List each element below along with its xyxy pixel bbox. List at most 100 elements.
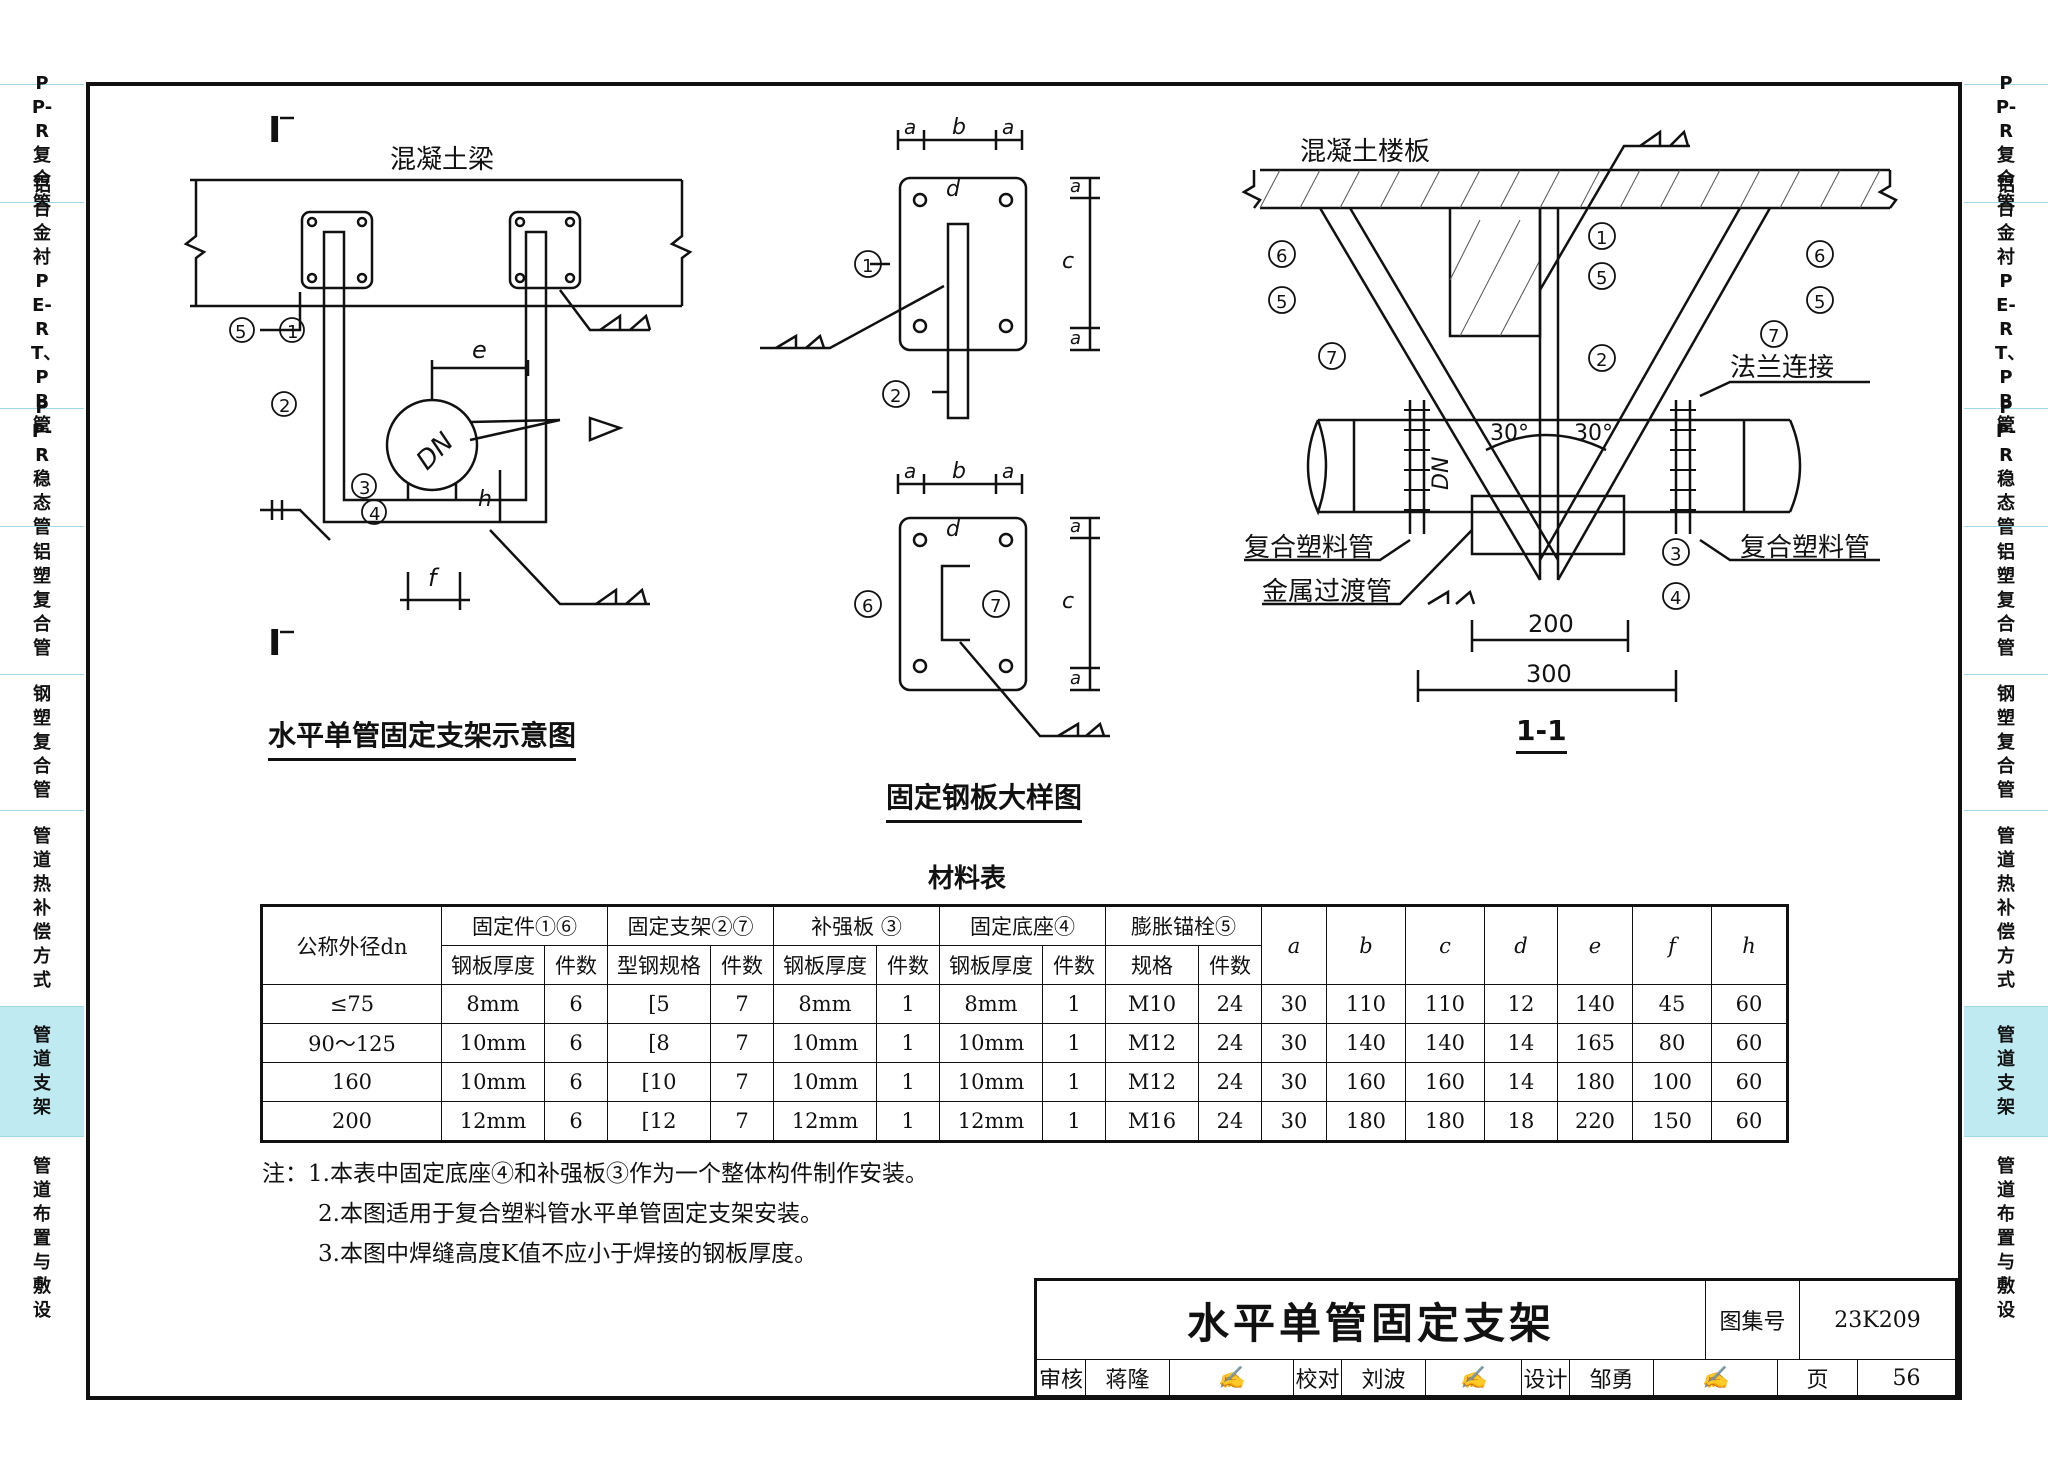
drawing3-section: 混凝土楼板 30° 30° DN 200 300 法兰连接 (1241, 129, 1898, 702)
dim-e: e (472, 336, 487, 364)
svg-text:1: 1 (1596, 228, 1607, 249)
drawing-frame (86, 82, 1962, 1400)
svg-text:7: 7 (990, 596, 1001, 617)
sidebar-item-1[interactable]: 铝合金衬PE-RT、PB管 (1964, 175, 2048, 436)
table-subheader-cell: 件数 (876, 945, 940, 985)
table-cell: 7 (710, 1023, 774, 1063)
table-header-cell: 补强板 ③ (773, 905, 940, 946)
table-cell: M16 (1105, 1101, 1199, 1142)
svg-text:a: a (1070, 328, 1081, 349)
svg-text:d: d (946, 177, 961, 202)
table-subheader-cell: 型钢规格 (607, 945, 711, 985)
table-cell: 14 (1484, 1062, 1558, 1102)
reviewer-name: 蒋隆 (1085, 1359, 1169, 1397)
svg-text:5: 5 (1276, 292, 1287, 313)
svg-text:3: 3 (359, 478, 370, 499)
table-cell: 100 (1632, 1062, 1712, 1102)
table-cell: 180 (1557, 1062, 1633, 1102)
table-cell: 10mm (441, 1062, 545, 1102)
sidebar-item-3[interactable]: 铝塑复合管 (0, 526, 84, 674)
table-cell: 60 (1711, 1062, 1788, 1102)
note-2: 2.本图适用于复合塑料管水平单管固定支架安装。 (318, 1201, 823, 1227)
svg-text:2: 2 (890, 386, 901, 407)
table-subheader-cell: 件数 (544, 945, 608, 985)
table-header-cell: e (1557, 905, 1633, 985)
table-subheader-cell: 规格 (1105, 945, 1199, 985)
table-subheader-cell: 钢板厚度 (773, 945, 877, 985)
table-cell: 6 (544, 1062, 608, 1102)
svg-text:a: a (1070, 176, 1081, 197)
check-label: 校对 (1293, 1359, 1341, 1397)
table-cell: M12 (1105, 1062, 1199, 1102)
svg-text:2: 2 (279, 396, 290, 417)
table-cell: 12mm (773, 1101, 877, 1142)
sidebar-item-label: 管道支架 (33, 1024, 51, 1118)
sidebar-item-4[interactable]: 钢塑复合管 (0, 674, 84, 810)
sidebar-item-0[interactable]: PP-R复合管 (1964, 73, 2048, 214)
sidebar-item-7[interactable]: 管道布置与敷设 (1964, 1136, 2048, 1340)
sidebar-item-0[interactable]: PP-R复合管 (0, 73, 84, 214)
sidebar-item-3[interactable]: 铝塑复合管 (1964, 526, 2048, 674)
sidebar-item-1[interactable]: 铝合金衬PE-RT、PB管 (0, 175, 84, 436)
svg-text:a: a (1070, 516, 1081, 537)
table-cell: 1 (1042, 984, 1106, 1024)
table-cell: 30 (1261, 1023, 1327, 1063)
table-cell: 12mm (441, 1101, 545, 1142)
svg-text:7: 7 (1768, 326, 1779, 347)
sidebar-item-label: 钢塑复合管 (1997, 683, 2015, 801)
sidebar-item-label: 管道布置与敷设 (1997, 1155, 2015, 1321)
table-cell: 14 (1484, 1023, 1558, 1063)
design-label: 设计 (1521, 1359, 1569, 1397)
sidebar-item-4[interactable]: 钢塑复合管 (1964, 674, 2048, 810)
svg-text:a: a (1070, 668, 1081, 689)
sidebar-item-5[interactable]: 管道热补偿方式 (1964, 810, 2048, 1006)
sidebar-item-2[interactable]: PP-R稳态管 (1964, 397, 2048, 538)
sidebar-item-label: 铝塑复合管 (33, 541, 51, 659)
table-cell: 1 (876, 984, 940, 1024)
table-cell: 12mm (939, 1101, 1043, 1142)
sidebar-item-6[interactable]: 管道支架 (1964, 1006, 2048, 1136)
table-header-cell: b (1326, 905, 1406, 985)
sidebar-item-label: 管道支架 (1997, 1024, 2015, 1118)
sidebar-item-label: 钢塑复合管 (33, 683, 51, 801)
table-cell: 8mm (773, 984, 877, 1024)
caption-drawing2: 固定钢板大样图 (886, 776, 1083, 823)
table-cell: 24 (1198, 1023, 1262, 1063)
svg-text:a: a (904, 115, 916, 139)
sidebar-item-7[interactable]: 管道布置与敷设 (0, 1136, 84, 1340)
table-cell: 90～125 (261, 1023, 442, 1063)
svg-text:1: 1 (862, 256, 873, 277)
table-cell: 6 (544, 984, 608, 1024)
transition-label: 金属过渡管 (1262, 577, 1392, 607)
sidebar-item-5[interactable]: 管道热补偿方式 (0, 810, 84, 1006)
reviewer-signature: ✍ (1169, 1359, 1293, 1397)
note-3: 3.本图中焊缝高度K值不应小于焊接的钢板厚度。 (318, 1241, 818, 1267)
svg-text:a: a (904, 459, 916, 483)
sidebar-item-6[interactable]: 管道支架 (0, 1006, 84, 1136)
sidebar-item-2[interactable]: PP-R稳态管 (0, 397, 84, 538)
table-header-cell: 固定底座④ (939, 905, 1106, 946)
table-cell: 6 (544, 1023, 608, 1063)
designer-signature: ✍ (1653, 1359, 1777, 1397)
table-cell: 10mm (939, 1062, 1043, 1102)
svg-text:I: I (268, 110, 281, 151)
svg-text:6: 6 (1276, 246, 1287, 267)
table-cell: 80 (1632, 1023, 1712, 1063)
svg-text:c: c (1062, 249, 1074, 274)
table-cell: 200 (261, 1101, 442, 1142)
flange-label: 法兰连接 (1730, 353, 1834, 383)
svg-text:1: 1 (287, 322, 298, 343)
table-cell: 1 (876, 1062, 940, 1102)
table-header-cell: f (1632, 905, 1712, 985)
sidebar-item-label: 铝合金衬PE-RT、PB管 (1995, 174, 2026, 436)
table-cell: 220 (1557, 1101, 1633, 1142)
svg-text:I: I (268, 623, 281, 664)
table-cell: 180 (1326, 1101, 1406, 1142)
dim-300: 300 (1526, 660, 1572, 688)
